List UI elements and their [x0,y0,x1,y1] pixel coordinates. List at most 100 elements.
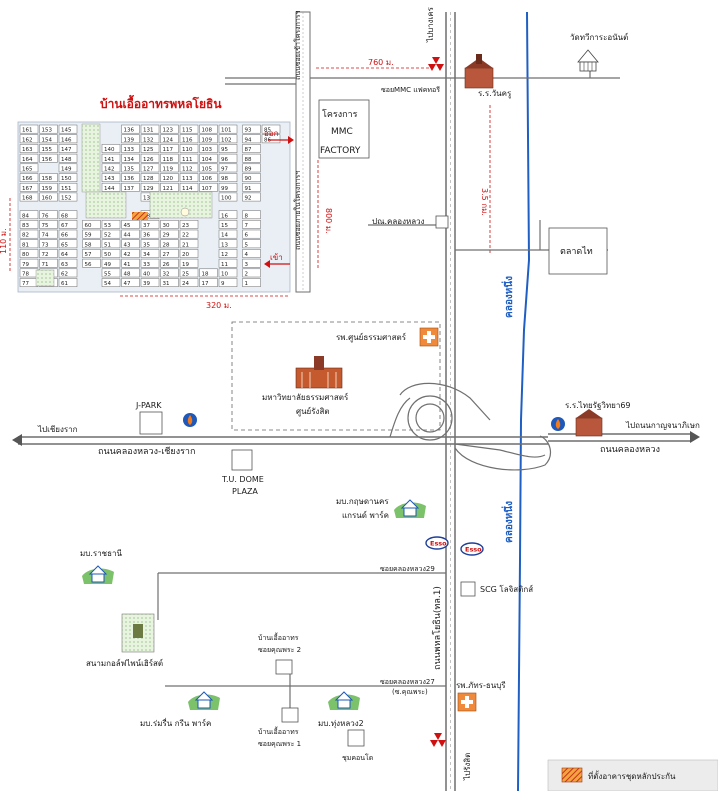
lot-cell [160,163,179,173]
lot-cell [39,153,58,163]
lot-cell [39,258,58,268]
lot-cell [19,192,39,202]
lot-number: 111 [182,157,193,163]
hospital-phat-label: รพ.ภัทร-ธนบุรี [456,681,506,690]
lot-cell [199,173,218,182]
lot-number: 67 [61,223,68,229]
lot-number: 75 [42,223,49,229]
lot-cell [58,124,78,134]
esso-icon-1: Esso [425,536,449,550]
lot-number: 7 [245,223,249,229]
esso-label-2: Esso [465,546,482,554]
lot-cell [179,153,199,163]
lot-number: 160 [42,196,53,202]
lot-cell [179,163,199,173]
lot-number: 89 [245,167,252,173]
project-title: บ้านเอื้ออาทรพหลโยธิน [100,94,222,111]
lot-cell [242,192,261,202]
lot-cell [179,182,199,192]
lot-cell [121,220,140,229]
lot-cell [179,249,199,258]
lot-number: 167 [22,186,33,192]
lot-cell [160,182,179,192]
mmc-factory: โครงการ MMC FACTORY [318,99,370,159]
lot-number: 136 [124,176,135,182]
eua-arthorn-2-line-1: บ้านเอื้ออาทร [258,631,299,642]
lot-number: 147 [61,147,72,153]
lot-cell [218,258,238,268]
lot-number: 129 [143,186,154,192]
lot-cell [58,173,78,182]
legend: ที่ตั้งอาคารชุดหลักประกัน [547,759,718,791]
lot-number: 8 [245,213,249,219]
lot-number: 150 [61,176,72,182]
chumchon-label: ชุมคอนโด [342,753,373,762]
lot-cell [19,249,39,258]
lot-cell [261,134,281,144]
mitsubishi-icon-south [430,733,446,747]
lot-number: 131 [143,128,154,134]
lot-number: 84 [22,213,29,219]
golf-label: สนามกอล์ฟไพน์เฮิร์สต์ [86,658,163,668]
distance-800-label: 800 ม. [324,208,333,234]
lot-cell [242,144,261,153]
lot-number: 156 [42,157,53,163]
lot-number: 74 [42,233,49,239]
lot-cell [101,173,121,182]
lot-cell [19,220,39,229]
lot-cell [160,173,179,182]
lot-cell [179,144,199,153]
lot-cell [58,163,78,173]
lot-number: 20 [182,252,189,258]
lot-cell [199,124,218,134]
lot-number: 80 [22,252,29,258]
temple-road: วัดทวีการะอนันต์ 760 ม. ซอยMMC แฟคทอรี ร… [225,32,628,255]
lot-cell [160,229,179,239]
lot-cell [39,134,58,144]
lot-cell [121,229,140,239]
lot-cell [140,153,160,163]
lot-number: 151 [61,186,72,192]
lot-cell [58,239,78,249]
lot-number: 53 [104,223,111,229]
lot-cell [242,124,261,134]
tu-dome-label-1: T.U. DOME [221,475,264,484]
house-icon-krisdanakorn [394,499,426,518]
lot-cell [121,153,140,163]
distance-320-label: 320 ม. [206,301,232,310]
lot-cell [242,173,261,182]
lot-number: 94 [245,137,252,143]
lot-cell [101,249,121,258]
lot-cell [39,229,58,239]
lot-cell [121,144,140,153]
university-building-icon [295,356,343,389]
lot-cell [19,173,39,182]
lot-number: 10 [221,272,228,278]
lot-cell [179,124,199,134]
lot-number: 134 [124,157,135,163]
lot-cell [140,239,160,249]
lot-cell [218,192,238,202]
lot-number: 148 [61,157,72,163]
lot-cell [218,134,238,144]
lot-number: 32 [163,272,170,278]
lot-cell [179,258,199,268]
lot-cell [101,278,121,287]
bottom-direction-label: ไปรังสิต [463,753,472,781]
lot-number: 60 [85,223,92,229]
lot-number: 90 [245,176,252,182]
lot-number: 114 [182,186,193,192]
lot-number: 144 [104,186,115,192]
lot-number: 77 [22,281,29,287]
lot-cell [179,268,199,278]
lot-cell [82,239,101,249]
lot-number: 107 [202,186,213,192]
lot-number: 33 [143,262,150,268]
lot-cell [140,124,160,134]
krisdanakorn-label-2: แกรนด์ พาร์ค [342,510,389,520]
tu-dome: T.U. DOME PLAZA [221,449,264,496]
lot-number: 59 [85,233,92,239]
lot-number: 24 [182,281,189,287]
distance-760-label: 760 ม. [368,58,394,67]
lot-cell [101,239,121,249]
